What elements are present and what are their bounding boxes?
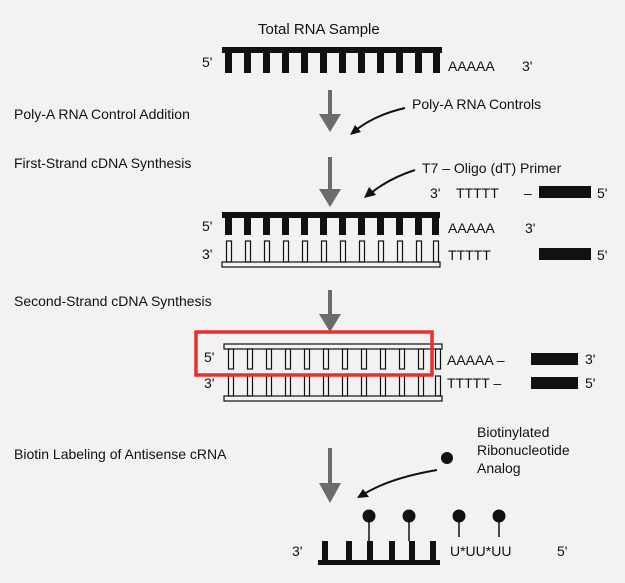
- biotin-curved-arrow: [357, 469, 438, 498]
- polya-controls-label: Poly-A RNA Controls: [412, 96, 542, 112]
- crna-5prime-label: 5': [557, 543, 568, 559]
- crna-strand: [318, 541, 440, 565]
- step-biotin-labeling: Biotin Labeling of Antisense cRNA: [14, 446, 227, 462]
- first-strand-cdna: [221, 240, 441, 268]
- hybrid-bottom-polyt-label: TTTTT: [448, 247, 491, 263]
- step-second-strand-synthesis: Second-Strand cDNA Synthesis: [14, 293, 212, 309]
- biotin-analog-line3: Analog: [477, 460, 521, 476]
- ds-top-primer-block: [531, 353, 578, 365]
- ds-bottom-3prime-label: 3': [204, 375, 215, 391]
- polya-controls-curved-arrow: [350, 107, 406, 135]
- step-first-strand-synthesis: First-Strand cDNA Synthesis: [14, 155, 192, 171]
- primer-5prime-label: 5': [597, 185, 608, 201]
- rna-5prime-label: 5': [202, 54, 213, 70]
- hybrid-bottom-5prime-label: 5': [597, 247, 608, 263]
- hybrid-top-polya-label: AAAAA: [448, 220, 495, 236]
- biotin-analog-line1: Biotinylated: [477, 424, 550, 440]
- primer-3prime-label: 3': [430, 185, 441, 201]
- highlight-box: [194, 330, 434, 377]
- primer-dash: –: [524, 185, 532, 201]
- t7-primer-block: [539, 186, 591, 198]
- rna-3prime-label: 3': [522, 58, 533, 74]
- biotin-analog-dot: [441, 452, 453, 464]
- process-arrow-1: [319, 90, 341, 132]
- hybrid-top-5prime-label: 5': [202, 218, 213, 234]
- total-rna-strand: [222, 47, 442, 73]
- ds-bottom-primer-block: [531, 377, 578, 389]
- crna-sequence-label: U*UU*UU: [450, 543, 512, 559]
- ds-bottom-5prime-label: 5': [585, 375, 596, 391]
- step-polya-control-addition: Poly-A RNA Control Addition: [14, 106, 190, 122]
- ds-top-5prime-label: 5': [204, 349, 215, 365]
- first-strand-primer-block: [539, 248, 591, 260]
- t7-primer-curved-arrow: [364, 169, 416, 198]
- hybrid-bottom-3prime-label: 3': [202, 246, 213, 262]
- diagram-title: Total RNA Sample: [258, 21, 380, 38]
- t7-primer-label: T7 – Oligo (dT) Primer: [422, 160, 562, 176]
- ds-top-polya-label: AAAAA –: [447, 352, 505, 368]
- ds-top-3prime-label: 3': [585, 351, 596, 367]
- process-arrow-3: [319, 290, 341, 332]
- hybrid-top-3prime-label: 3': [525, 220, 536, 236]
- process-arrow-2: [319, 157, 341, 207]
- primer-polyt-label: TTTTT: [456, 185, 499, 201]
- ds-cdna-bottom-strand: [223, 375, 443, 402]
- ds-bottom-polyt-label: TTTTT –: [447, 375, 502, 391]
- crna-biotin-lollipops: [362, 509, 506, 541]
- biotin-analog-line2: Ribonucleotide: [477, 442, 570, 458]
- crna-3prime-label: 3': [292, 543, 303, 559]
- first-strand-rna: [222, 212, 440, 235]
- ds-cdna-top-strand: [223, 343, 443, 370]
- rna-polya-label: AAAAA: [448, 58, 495, 74]
- process-arrow-4: [319, 448, 341, 503]
